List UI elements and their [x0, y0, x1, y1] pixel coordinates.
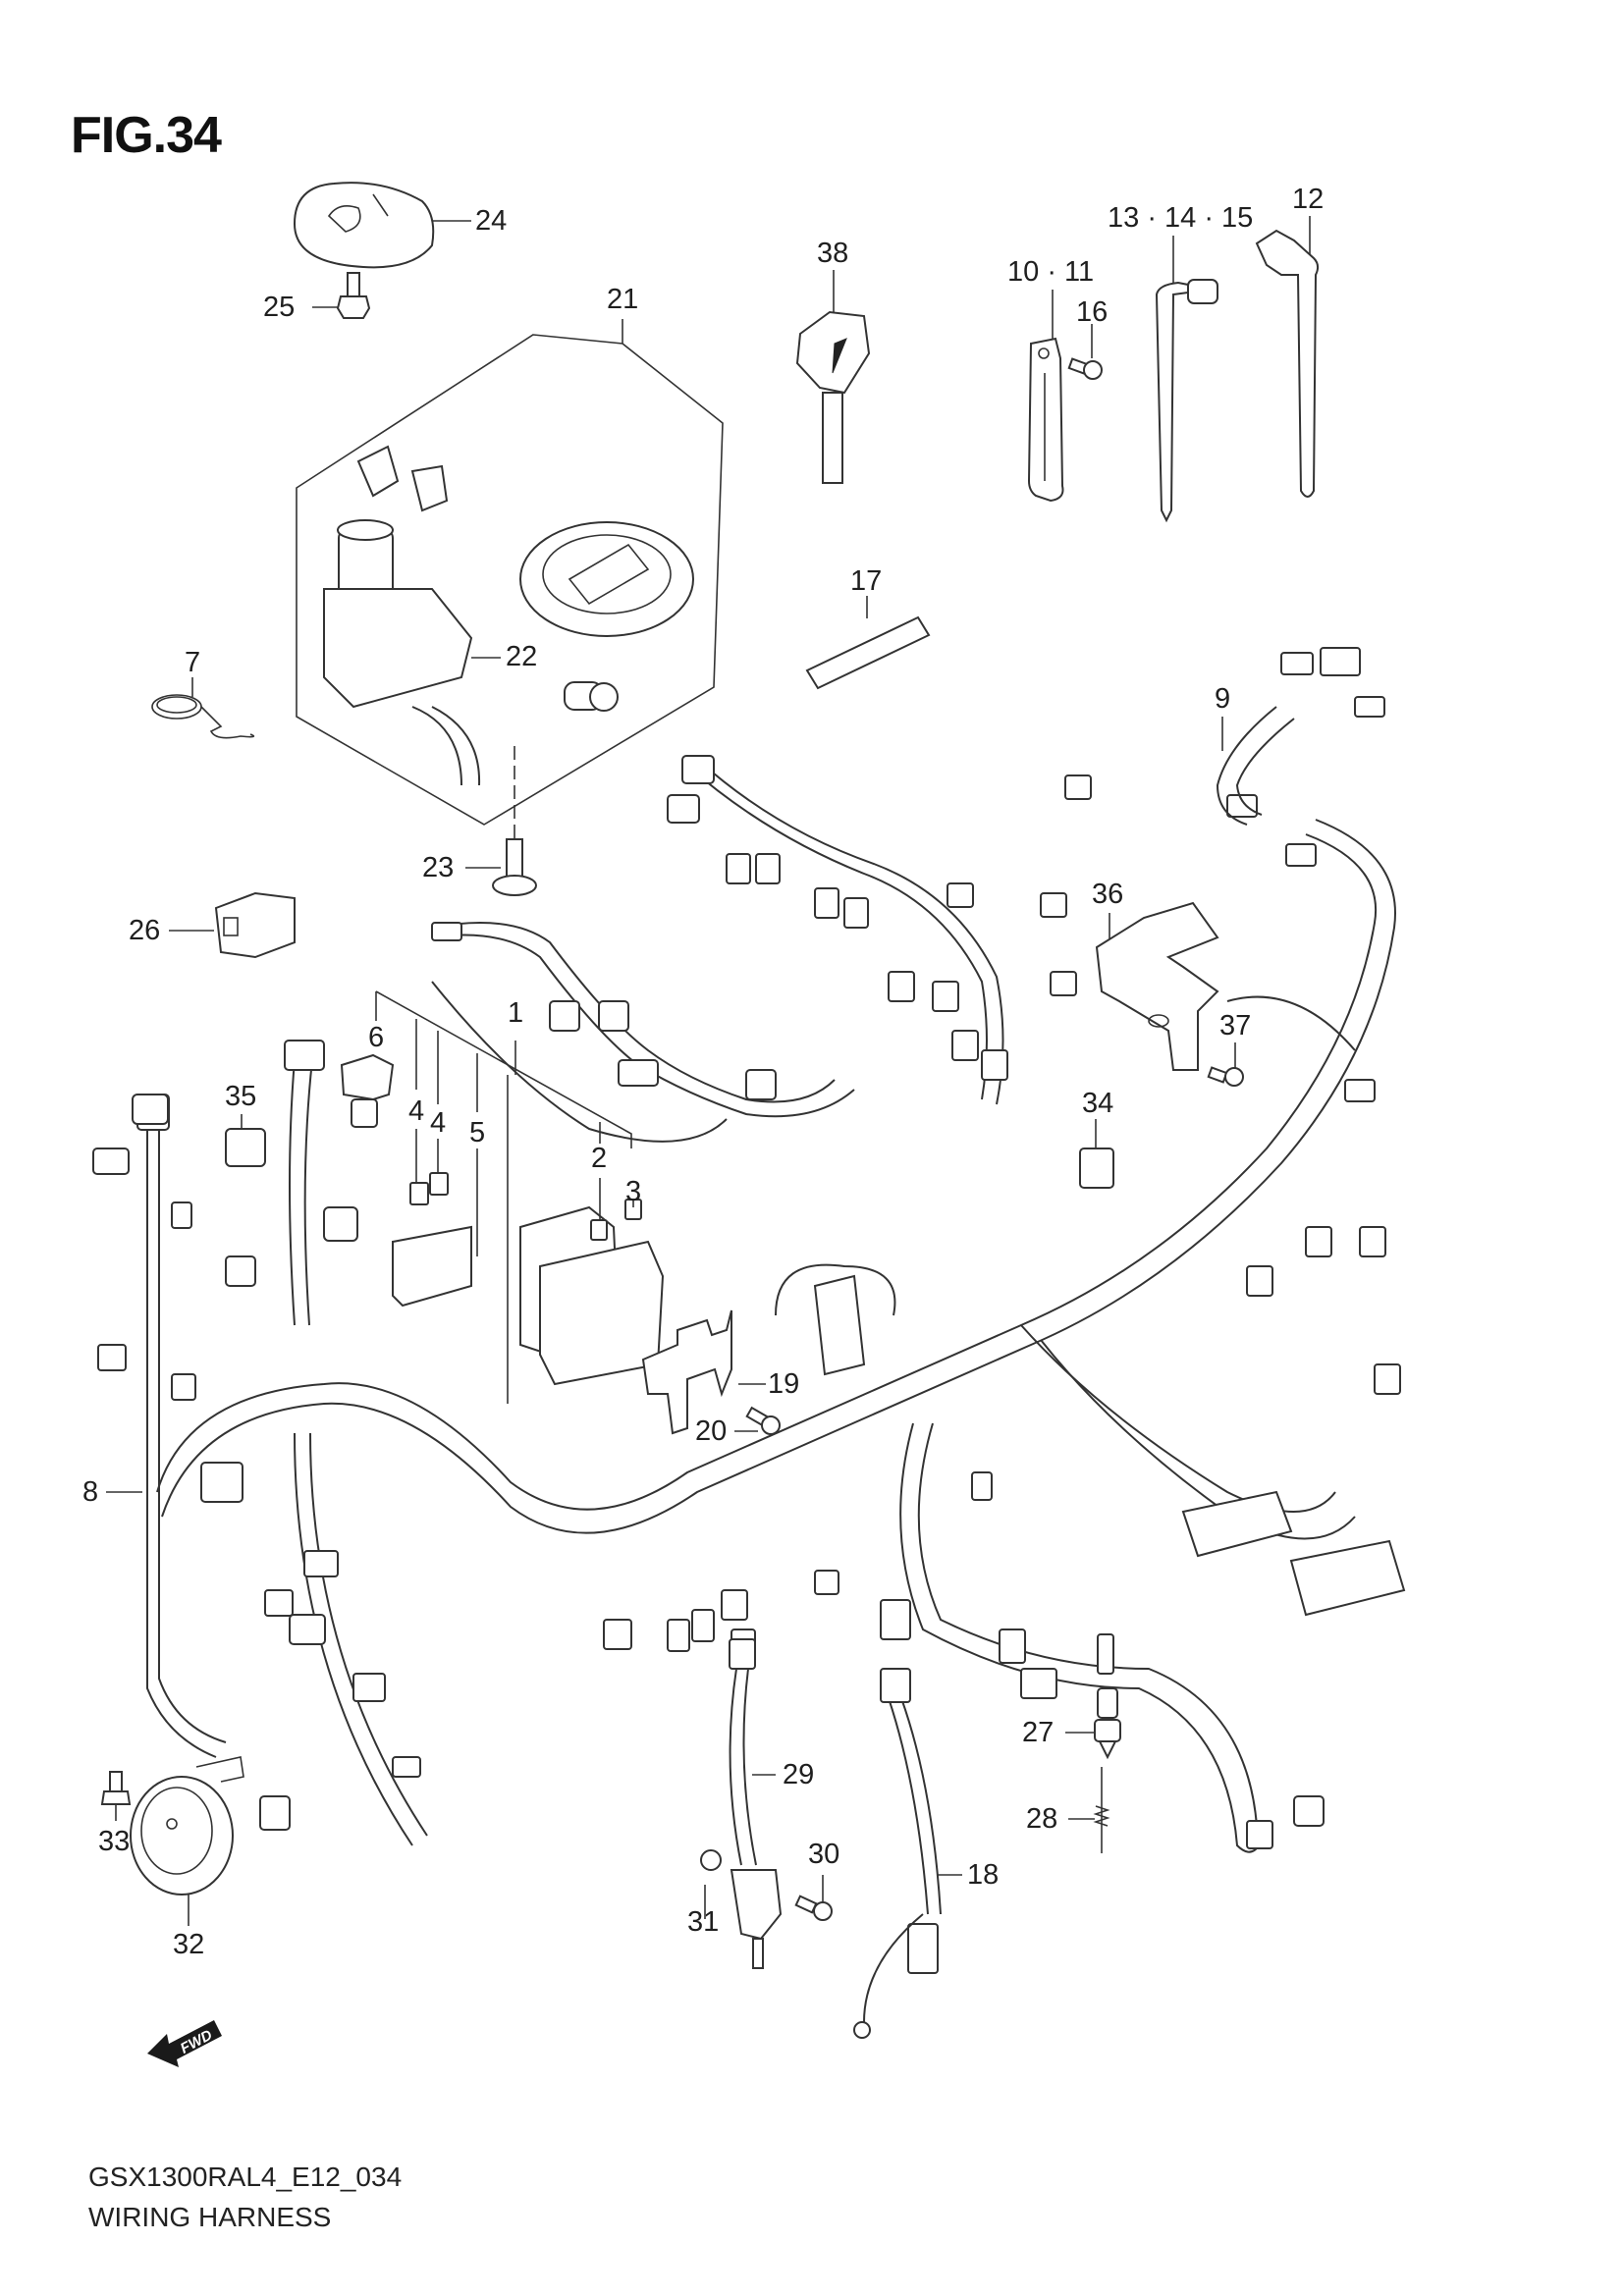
callout-32: 32: [173, 1929, 205, 1960]
part-25-bolt: [336, 272, 371, 319]
part-30-screw: [794, 1895, 833, 1921]
callout-26: 26: [129, 915, 161, 946]
callout-4a: 4: [408, 1095, 425, 1127]
part-ecu-connector: [775, 1263, 896, 1376]
part-16-screw: [1067, 357, 1103, 380]
part-29-lead: [729, 1638, 757, 1866]
part-28-spring: [1093, 1767, 1110, 1853]
part-35-relay: [225, 1128, 266, 1167]
part-1-main-harness: [146, 760, 1396, 1853]
part-10-11-clamp: [1027, 337, 1064, 503]
part-seat-lock: [564, 681, 619, 712]
figure-title: FIG.34: [71, 107, 222, 164]
callout-1: 1: [508, 997, 524, 1029]
callout-12: 12: [1292, 184, 1325, 215]
part-31-sensor: [700, 1849, 783, 1969]
model-code: GSX1300RAL4_E12_034: [88, 2162, 403, 2192]
part-fuse-box: [519, 1205, 665, 1386]
part-6-cap: [340, 1053, 395, 1128]
fwd-arrow-icon: FWD: [137, 2002, 226, 2071]
callout-25: 25: [263, 292, 296, 323]
callout-19: 19: [768, 1368, 800, 1400]
part-13-14-15-band: [1155, 279, 1218, 523]
part-17-pad: [805, 615, 931, 690]
callout-21: 21: [607, 284, 639, 315]
callout-18: 18: [967, 1859, 1000, 1891]
callout-3: 3: [625, 1176, 642, 1207]
part-8-sub-harness: [132, 1094, 169, 1492]
callout-23: 23: [422, 852, 455, 883]
callout-34: 34: [1082, 1088, 1114, 1119]
part-9-sub-harness: [1216, 647, 1385, 826]
callout-6: 6: [368, 1022, 385, 1053]
callout-31: 31: [687, 1906, 720, 1938]
callout-20: 20: [695, 1415, 728, 1447]
part-27-switch: [1094, 1687, 1121, 1760]
callout-10-11: 10 · 11: [1007, 256, 1095, 288]
part-24-cover: [293, 182, 435, 269]
part-18-lead: [853, 1668, 942, 2039]
part-37-screw: [1207, 1066, 1244, 1087]
callout-16: 16: [1076, 296, 1109, 328]
callout-38: 38: [817, 238, 849, 269]
callout-17: 17: [850, 565, 883, 597]
callout-37: 37: [1219, 1010, 1252, 1041]
callout-33: 33: [98, 1826, 131, 1857]
callout-36: 36: [1092, 879, 1124, 910]
callout-9: 9: [1215, 683, 1231, 715]
callout-2: 2: [591, 1143, 608, 1174]
part-20-screw: [745, 1406, 781, 1435]
part-38-key: [795, 310, 871, 484]
callout-30: 30: [808, 1839, 840, 1870]
callout-24: 24: [475, 205, 508, 237]
part-33-bolt: [100, 1771, 132, 1805]
callout-8: 8: [82, 1476, 99, 1508]
callout-29: 29: [783, 1759, 815, 1790]
callout-7: 7: [185, 647, 201, 678]
callout-28: 28: [1026, 1803, 1058, 1835]
part-19-bracket: [641, 1309, 732, 1435]
callout-tree-1-6: [375, 990, 634, 1404]
part-26-grommet: [214, 891, 296, 959]
part-36-bracket: [1095, 901, 1219, 1071]
part-22-ignition-switch: [323, 445, 481, 786]
callout-4b: 4: [430, 1107, 447, 1139]
part-7-spring: [151, 694, 255, 739]
part-34-relay: [1079, 1148, 1114, 1189]
part-12-band: [1255, 229, 1320, 498]
callout-27: 27: [1022, 1717, 1055, 1748]
part-fuel-cap: [519, 521, 694, 637]
callout-5: 5: [469, 1117, 486, 1148]
part-5-relay-box: [392, 1225, 472, 1308]
callout-13-14-15: 13 · 14 · 15: [1108, 202, 1254, 234]
part-32-horn: [130, 1756, 244, 1896]
section-name: WIRING HARNESS: [88, 2202, 332, 2232]
callout-35: 35: [225, 1081, 257, 1112]
callout-22: 22: [506, 641, 538, 672]
part-fuses: [409, 1172, 642, 1241]
part-21-kit-outline: [296, 334, 724, 826]
part-23-screw: [492, 838, 537, 896]
